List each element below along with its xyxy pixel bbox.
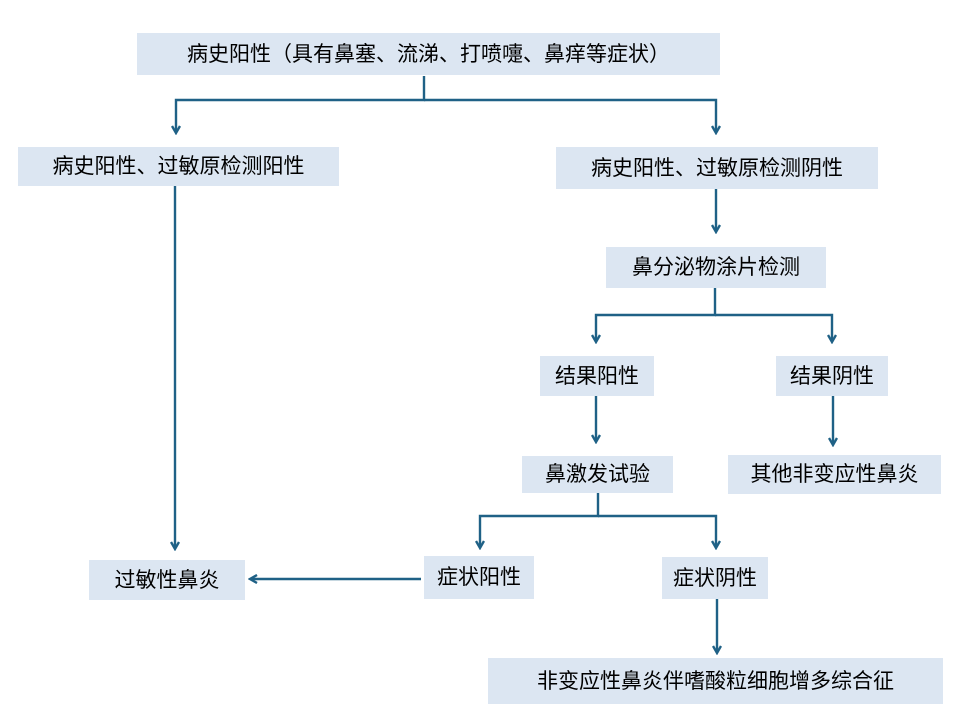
node-history-allergen-negative: 病史阳性、过敏原检测阴性 [556,147,878,189]
node-smear-test: 鼻分泌物涂片检测 [606,247,826,288]
node-result-positive: 结果阳性 [540,356,654,396]
node-allergic-rhinitis: 过敏性鼻炎 [89,560,245,600]
node-symptom-negative: 症状阴性 [662,557,768,599]
node-result-negative: 结果阴性 [776,356,888,396]
edge-smear-to-result-positive [596,288,717,342]
node-symptom-positive: 症状阳性 [424,556,534,599]
edge-history-to-allergen-negative [424,98,716,133]
node-history-positive: 病史阳性（具有鼻塞、流涕、打喷嚏、鼻痒等症状） [137,33,720,75]
edge-smear-to-result-negative [715,313,832,342]
node-provocation-test: 鼻激发试验 [522,456,673,493]
node-other-nonallergic: 其他非变应性鼻炎 [728,455,941,494]
node-narnes: 非变应性鼻炎伴嗜酸粒细胞增多综合征 [488,658,943,704]
edge-provocation-to-symptom-negative [598,514,716,548]
edge-provocation-to-symptom-positive [480,492,600,548]
node-history-allergen-positive: 病史阳性、过敏原检测阳性 [18,147,339,186]
edge-history-to-allergen-positive [176,76,426,133]
